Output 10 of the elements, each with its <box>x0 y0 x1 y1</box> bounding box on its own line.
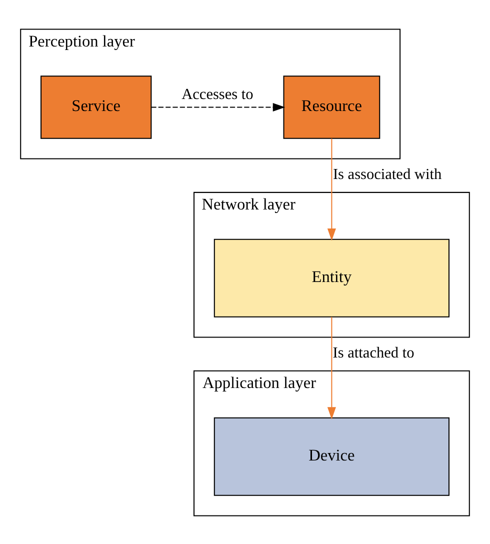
edge-label: Is attached to <box>332 344 414 362</box>
edge-label: Is associated with <box>332 166 442 183</box>
node-box: Entity <box>214 238 450 317</box>
edge-label: Accesses to <box>182 86 254 103</box>
arrow <box>151 102 286 112</box>
arrow <box>327 316 336 419</box>
node-box: Service <box>40 75 152 138</box>
node-box: Device <box>214 416 450 496</box>
arrow <box>327 138 336 240</box>
node-box: Resource <box>283 75 380 138</box>
